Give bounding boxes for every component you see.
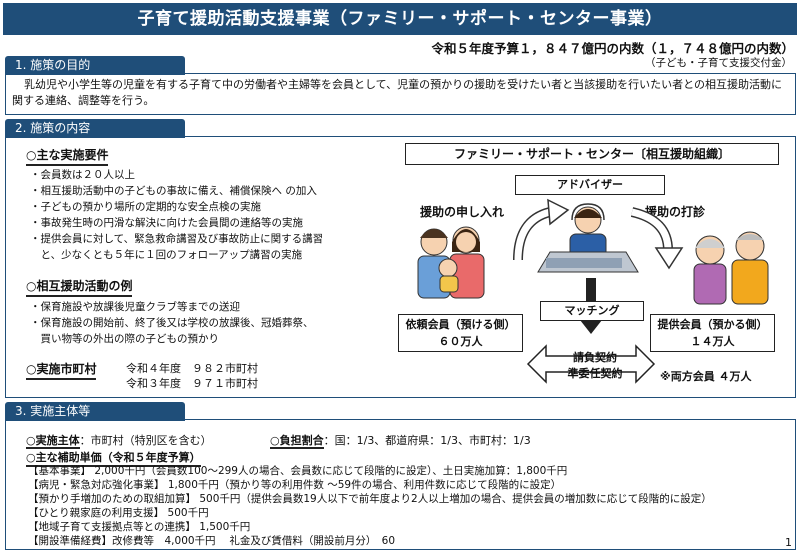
requirements-list: ・会員数は２０人以上 ・相互援助活動中の子どもの事故に備え、補償保険へ の加入 … <box>30 167 323 263</box>
municipality-row: 令和４年度 ９８２市町村 <box>126 362 258 375</box>
provider-member-box: 提供会員（預かる側） １４万人 <box>650 314 775 352</box>
subsidy-line: 【基本事業】 2,000千円（会員数100～299人の場合、会員数に応じて段階的… <box>28 465 568 477</box>
budget-subtext: （子ども・子育て支援交付金） <box>645 57 792 69</box>
municipalities-title: ○実施市町村 <box>26 360 97 380</box>
subsidy-line: 【ひとり親家庭の利用支援】 500千円 <box>28 507 209 519</box>
list-item: ・子どもの預かり場所の定期的な安全点検の実施 <box>30 201 261 213</box>
list-item: ・会員数は２０人以上 <box>30 169 135 181</box>
matching-arrow-shaft <box>586 278 596 322</box>
diagram-graphics <box>417 198 769 384</box>
subsidy-line: 【地域子育て支援拠点等との連携】 1,500千円 <box>28 521 251 533</box>
request-arrow <box>513 198 570 261</box>
client-member-count: ６０万人 <box>438 335 483 348</box>
municipality-row: 令和３年度 ９７１市町村 <box>126 377 258 390</box>
contract-label-2: 準委任契約 <box>567 367 623 380</box>
provider-member-title: 提供会員（預かる側） <box>657 318 768 331</box>
subsidy-line: 【病児・緊急対応強化事業】 1,800千円（預かり等の利用件数 ～59件の場合、… <box>28 479 562 491</box>
list-item: ・事故発生時の円滑な解決に向けた会員間の連絡等の実施 <box>30 217 303 229</box>
subsidy-line: 【開設準備経費】改修費等 4,000千円 礼金及び賃借料（開設前月分） 60 <box>28 535 396 547</box>
section3-box <box>5 419 796 550</box>
section1-box <box>5 73 796 115</box>
both-members-note: ※両方会員 ４万人 <box>660 370 752 383</box>
page-title: 子育て援助活動支援事業（ファミリー・サポート・センター事業） <box>3 3 797 35</box>
contract-arrow <box>526 344 656 384</box>
client-member-title: 依頼会員（預ける側） <box>405 318 516 331</box>
requirements-title: ○主な実施要件 <box>26 146 109 166</box>
subsidy-lines: 【基本事業】 2,000千円（会員数100～299人の場合、会員数に応じて段階的… <box>28 464 712 548</box>
list-item: ・提供会員に対して、緊急救命講習及び事故防止に関する講習 <box>30 233 324 245</box>
offer-arrow <box>630 207 684 270</box>
client-family-illustration <box>417 226 485 299</box>
contract-labels: 請負契約 準委任契約 <box>546 350 644 382</box>
offer-label: 援助の打診 <box>645 205 706 219</box>
request-label: 援助の申し入れ <box>420 205 505 219</box>
list-item: 買い物等の外出の際の子どもの預かり <box>30 333 219 345</box>
entity-label: ○実施主体 <box>26 434 80 449</box>
client-member-box: 依頼会員（預ける側） ６０万人 <box>398 314 523 352</box>
list-item: と、少なくとも５年に１回のフォローアップ講習の実施 <box>30 249 303 261</box>
list-item: ・保育施設や放課後児童クラブ等までの送迎 <box>30 301 240 313</box>
subsidy-line: 【預かり手増加のための取組加算】 500千円（提供会員数19人以下で前年度より2… <box>28 493 712 505</box>
section1-heading: 1. 施策の目的 <box>5 56 185 75</box>
page-number: 1 <box>785 536 792 549</box>
municipalities-list: 令和４年度 ９８２市町村 令和３年度 ９７１市町村 <box>126 361 258 391</box>
section3-heading: 3. 実施主体等 <box>5 402 185 421</box>
share-label: ○負担割合 <box>270 434 324 449</box>
list-item: ・相互援助活動中の子どもの事故に備え、補償保険へ の加入 <box>30 185 317 197</box>
provider-member-count: １４万人 <box>690 335 735 348</box>
entity-value: ：市町村（特別区を含む） <box>79 434 212 447</box>
diagram-title: ファミリー・サポート・センター〔相互援助組織〕 <box>405 143 779 165</box>
budget-text: 令和５年度予算１，８４７億円の内数（１，７４８億円の内数） <box>431 41 794 56</box>
advisor-illustration <box>537 203 639 273</box>
contract-label-1: 請負契約 <box>573 351 617 364</box>
examples-list: ・保育施設や放課後児童クラブ等までの送迎 ・保育施設の開始前、終了後又は学校の放… <box>30 299 314 347</box>
section2-box <box>5 136 796 398</box>
examples-title: ○相互援助活動の例 <box>26 277 133 297</box>
matching-arrow-head <box>580 320 602 334</box>
provider-illustration <box>693 231 769 305</box>
matching-label: マッチング <box>540 301 644 321</box>
advisor-label: アドバイザー <box>515 175 665 195</box>
section1-text: 乳幼児や小学生等の児童を有する子育て中の労働者や主婦等を会員として、児童の預かり… <box>12 78 783 107</box>
entity-row: ○実施主体：市町村（特別区を含む） <box>26 432 212 449</box>
share-value: ：国：1/3、都道府県：1/3、市町村：1/3 <box>323 434 531 447</box>
section2-heading: 2. 施策の内容 <box>5 119 185 138</box>
share-row: ○負担割合：国：1/3、都道府県：1/3、市町村：1/3 <box>270 432 531 449</box>
subsidy-title: ○主な補助単価（令和５年度予算） <box>26 449 201 467</box>
list-item: ・保育施設の開始前、終了後又は学校の放課後、冠婚葬祭、 <box>30 317 314 329</box>
